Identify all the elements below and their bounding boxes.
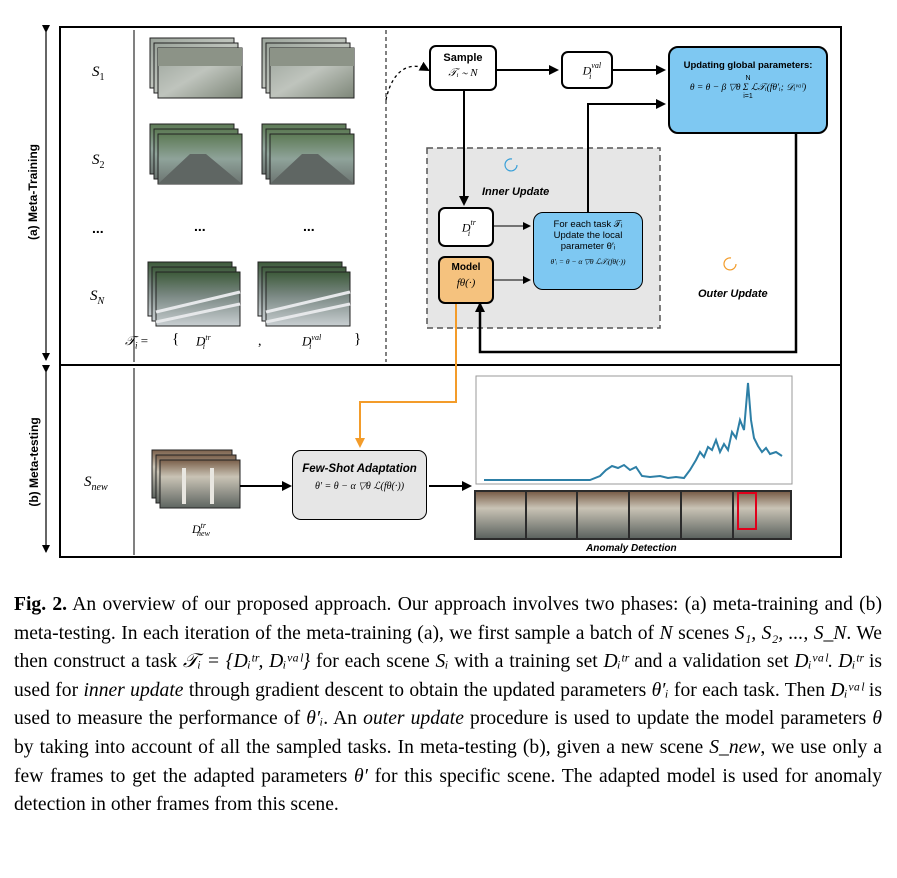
caption-seg: , we use only a few frames to get the ad… (14, 736, 882, 787)
caption-math: N (659, 622, 673, 644)
caption-math: θ′ (353, 765, 368, 787)
caption-emph: inner update (83, 679, 184, 701)
task-update-line-2: Update the local (553, 230, 623, 241)
anomaly-score-plot (475, 375, 793, 485)
caption-math: S_new (709, 736, 761, 758)
anomaly-score-curve (484, 382, 783, 481)
task-update-formula: θ′ᵢ = θ − α ▽θ ℒ𝒯ᵢ(fθ(·)) (550, 257, 626, 266)
caption-math: Dᵢᵛᵃˡ (794, 651, 828, 673)
caption-seg: with a training set (448, 651, 604, 673)
caption-math: θ′ᵢ (306, 708, 324, 730)
refresh-icon-outer (723, 257, 737, 271)
refresh-icon-inner (504, 158, 518, 172)
caption-seg: . (827, 651, 839, 673)
caption-seg: for each task. Then (668, 679, 831, 701)
figure: (a) Meta-Training (b) Meta-testing S1 S2… (26, 25, 842, 558)
few-shot-formula: θ′ = θ − α ▽θ ℒ(fθ(·)) (314, 481, 405, 492)
global-update-title: Updating global parameters: (683, 60, 813, 71)
caption-seg: procedure is used to update the model pa… (463, 708, 873, 730)
scene-label-1: S1 (92, 64, 105, 83)
sample-formula: 𝒯ᵢ ∼ N (448, 67, 478, 79)
model-box: Model fθ(·) (438, 256, 494, 304)
task-update-line-1: For each task 𝒯ᵢ (553, 219, 623, 230)
model-title: Model (451, 262, 481, 273)
few-shot-title: Few-Shot Adaptation (302, 463, 417, 475)
task-update-box: For each task 𝒯ᵢ Update the local parame… (533, 212, 643, 290)
caption-seg: . An (323, 708, 364, 730)
caption-seg: and a validation set (628, 651, 795, 673)
sample-box: Sample 𝒯ᵢ ∼ N (429, 45, 497, 91)
task-def-comma: , (258, 334, 262, 349)
meta-testing-label: (b) Meta-testing (27, 417, 41, 507)
caption-math: Sᵢ (435, 651, 449, 673)
caption-seg: scenes (672, 622, 735, 644)
task-def-dtr: Dtri (196, 333, 211, 351)
model-formula: fθ(·) (456, 277, 476, 289)
dval-box: Dvali (561, 51, 613, 89)
caption-seg: . We then construct a task (14, 622, 883, 673)
caption-seg: by taking into account of all the sample… (14, 736, 710, 758)
global-update-sum-top: N (745, 75, 751, 82)
caption-math: θ (872, 708, 882, 730)
dtr-box: Dtri (438, 207, 494, 247)
task-def-close-brace: } (354, 331, 362, 347)
meta-training-label: (a) Meta-Training (26, 144, 40, 241)
caption-fig-label: Fig. 2. (14, 594, 68, 615)
test-frames-strip (474, 490, 792, 540)
caption-seg: is used for (14, 651, 883, 701)
caption-math: Dᵢᵛᵃˡ (830, 679, 864, 701)
caption-seg: is used to measure the performance of (14, 679, 883, 730)
task-def-open-brace: { (172, 331, 180, 347)
inner-update-label: Inner Update (482, 186, 550, 198)
anomaly-highlight-box (737, 492, 757, 530)
scene-label-2: S2 (92, 152, 105, 171)
scene-thumbnails (147, 37, 355, 509)
caption-seg: for each scene (310, 651, 436, 673)
caption-emph: outer update (363, 708, 464, 730)
caption-math: S₁, S₂, ..., S_N (734, 622, 847, 644)
figure-graphics (42, 25, 842, 558)
thumb-ellipsis-1: ... (194, 218, 206, 234)
sample-title: Sample (443, 52, 483, 64)
task-def-dval: Dvali (302, 333, 322, 351)
scene-new-label: Snew (84, 474, 108, 493)
caption-math: Dᵢᵗʳ (838, 651, 864, 673)
caption-math: 𝒯ᵢ = {Dᵢᵗʳ, Dᵢᵛᵃˡ} (182, 651, 311, 673)
caption-seg: for this specific scene. The adapted mod… (14, 765, 883, 816)
few-shot-adaptation-box: Few-Shot Adaptation θ′ = θ − α ▽θ ℒ(fθ(·… (292, 450, 427, 520)
caption-seg: An overview of our proposed approach. Ou… (14, 594, 883, 644)
scene-label-n: SN (90, 288, 105, 307)
caption-seg: through gradient descent to obtain the u… (183, 679, 652, 701)
caption-math: θ′ᵢ (651, 679, 669, 701)
thumb-ellipsis-2: ... (303, 218, 315, 234)
dnew-label: Dtrnew (192, 521, 210, 539)
figure-caption: Fig. 2. An overview of our proposed appr… (14, 591, 882, 820)
global-update-formula: θ = θ − β ▽θ Σ ℒ𝒯ᵢ(fθ′ᵢ; 𝒟ᵢᵛᵃˡ) (689, 83, 807, 93)
caption-math: Dᵢᵗʳ (603, 651, 629, 673)
global-update-box: Updating global parameters: N θ = θ − β … (668, 46, 828, 134)
global-update-sum-bottom: i=1 (743, 93, 753, 100)
figure-border (59, 26, 842, 558)
outer-update-label: Outer Update (698, 288, 768, 300)
task-def-lhs: 𝒯i = (125, 333, 149, 351)
task-update-line-3: parameter θ′ᵢ (560, 241, 616, 252)
anomaly-detection-label: Anomaly Detection (586, 543, 677, 554)
scene-label-ellipsis: ... (92, 220, 104, 236)
